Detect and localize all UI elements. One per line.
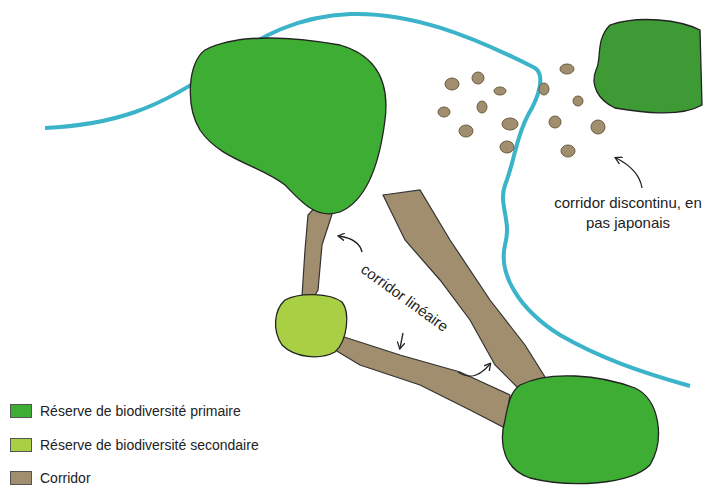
legend-text: Réserve de biodiversité secondaire xyxy=(40,437,259,453)
legend-swatch xyxy=(10,471,32,485)
legend-swatch xyxy=(10,438,32,452)
secondary-reserve xyxy=(276,295,347,357)
legend-swatch xyxy=(10,404,32,418)
linear-corridor xyxy=(335,335,510,428)
legend-text: Réserve de biodiversité primaire xyxy=(40,403,241,419)
linear-corridor xyxy=(302,200,335,300)
primary-reserve xyxy=(190,38,386,214)
legend-row: Corridor xyxy=(10,470,91,486)
primary-reserve xyxy=(502,376,658,484)
callout-label: corridor discontinu, en pas japonais xyxy=(548,193,708,232)
legend-row: Réserve de biodiversité primaire xyxy=(10,403,241,419)
stepping-stones xyxy=(438,64,605,157)
callout-arrows xyxy=(339,158,642,376)
primary-reserve xyxy=(594,20,702,113)
legend-text: Corridor xyxy=(40,470,91,486)
legend-row: Réserve de biodiversité secondaire xyxy=(10,437,259,453)
